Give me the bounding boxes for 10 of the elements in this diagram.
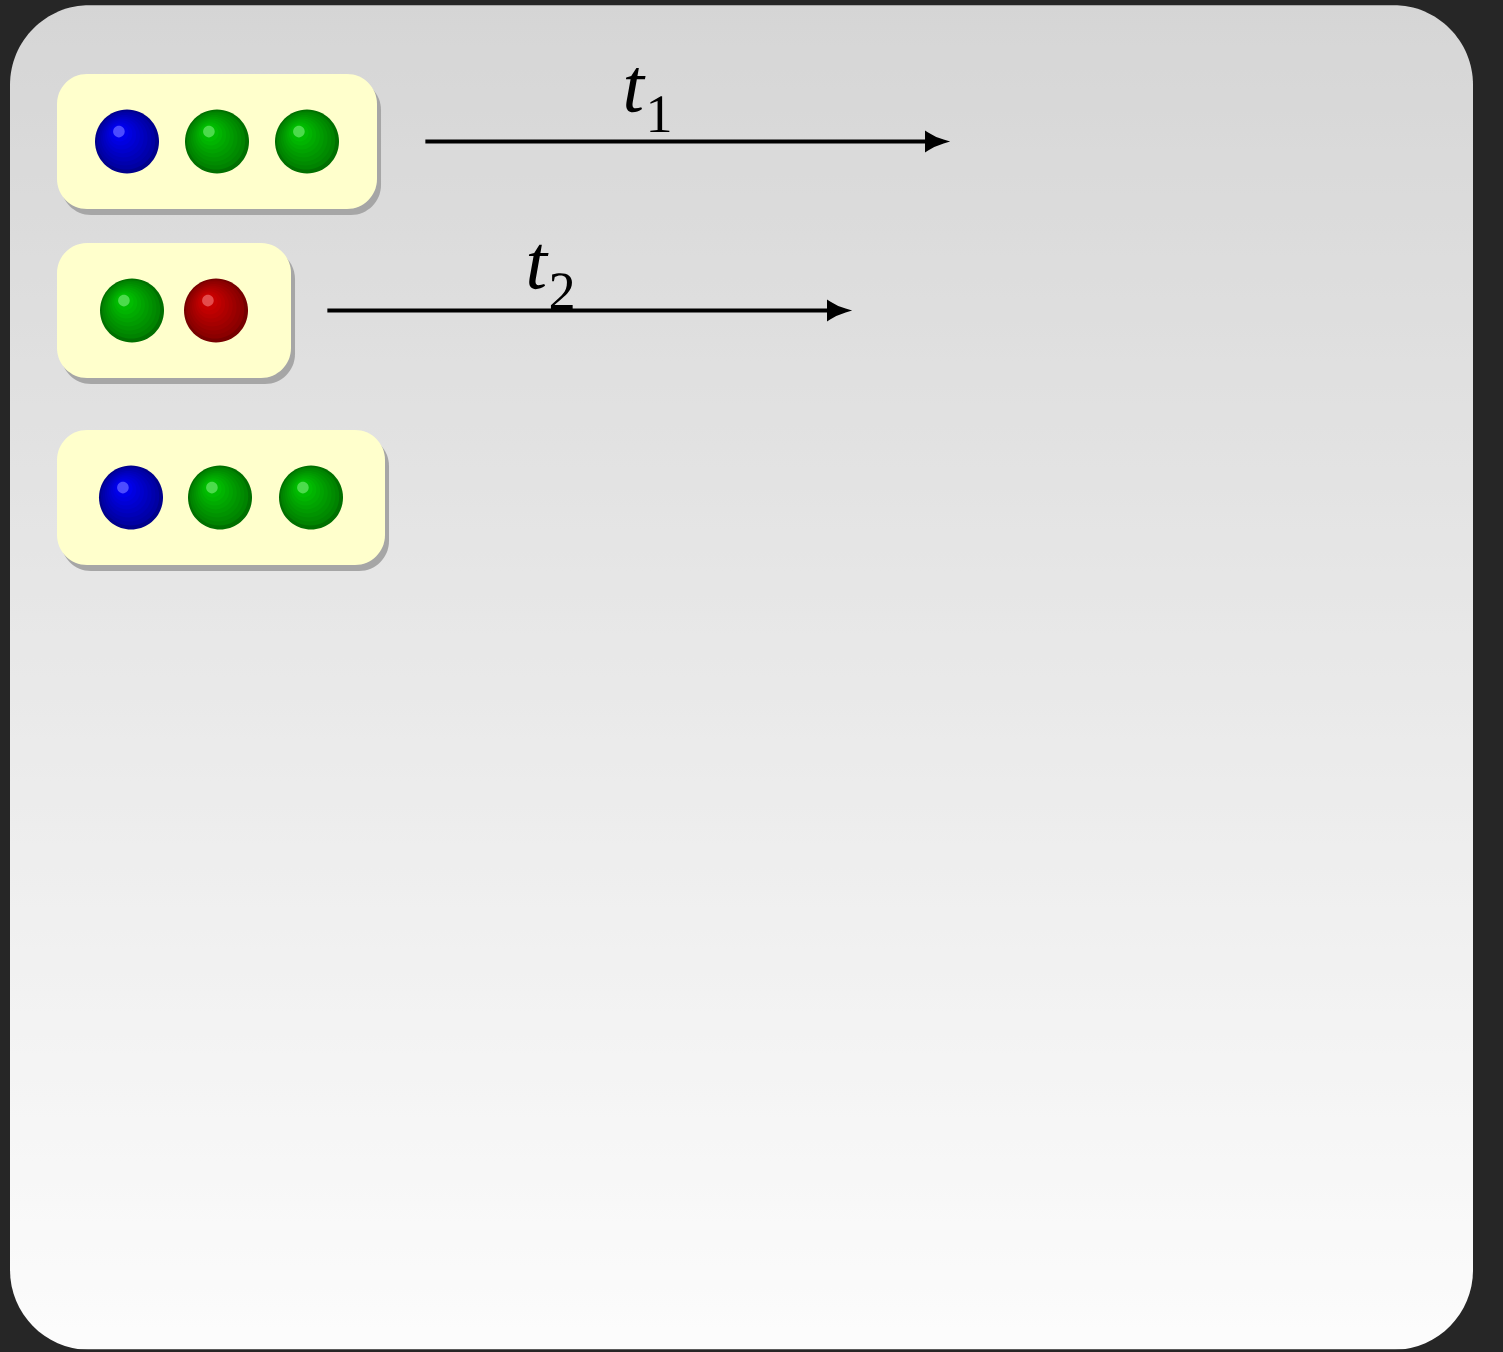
ball xyxy=(275,109,339,174)
ball xyxy=(188,465,252,530)
ball xyxy=(279,465,343,530)
edge-label: t$_{1}$ xyxy=(625,67,670,133)
edge-label: t$_{2}$ xyxy=(528,244,573,310)
ball xyxy=(184,278,248,343)
ball xyxy=(185,109,249,174)
ball xyxy=(100,278,164,343)
ball xyxy=(99,465,163,530)
ball xyxy=(95,109,159,174)
